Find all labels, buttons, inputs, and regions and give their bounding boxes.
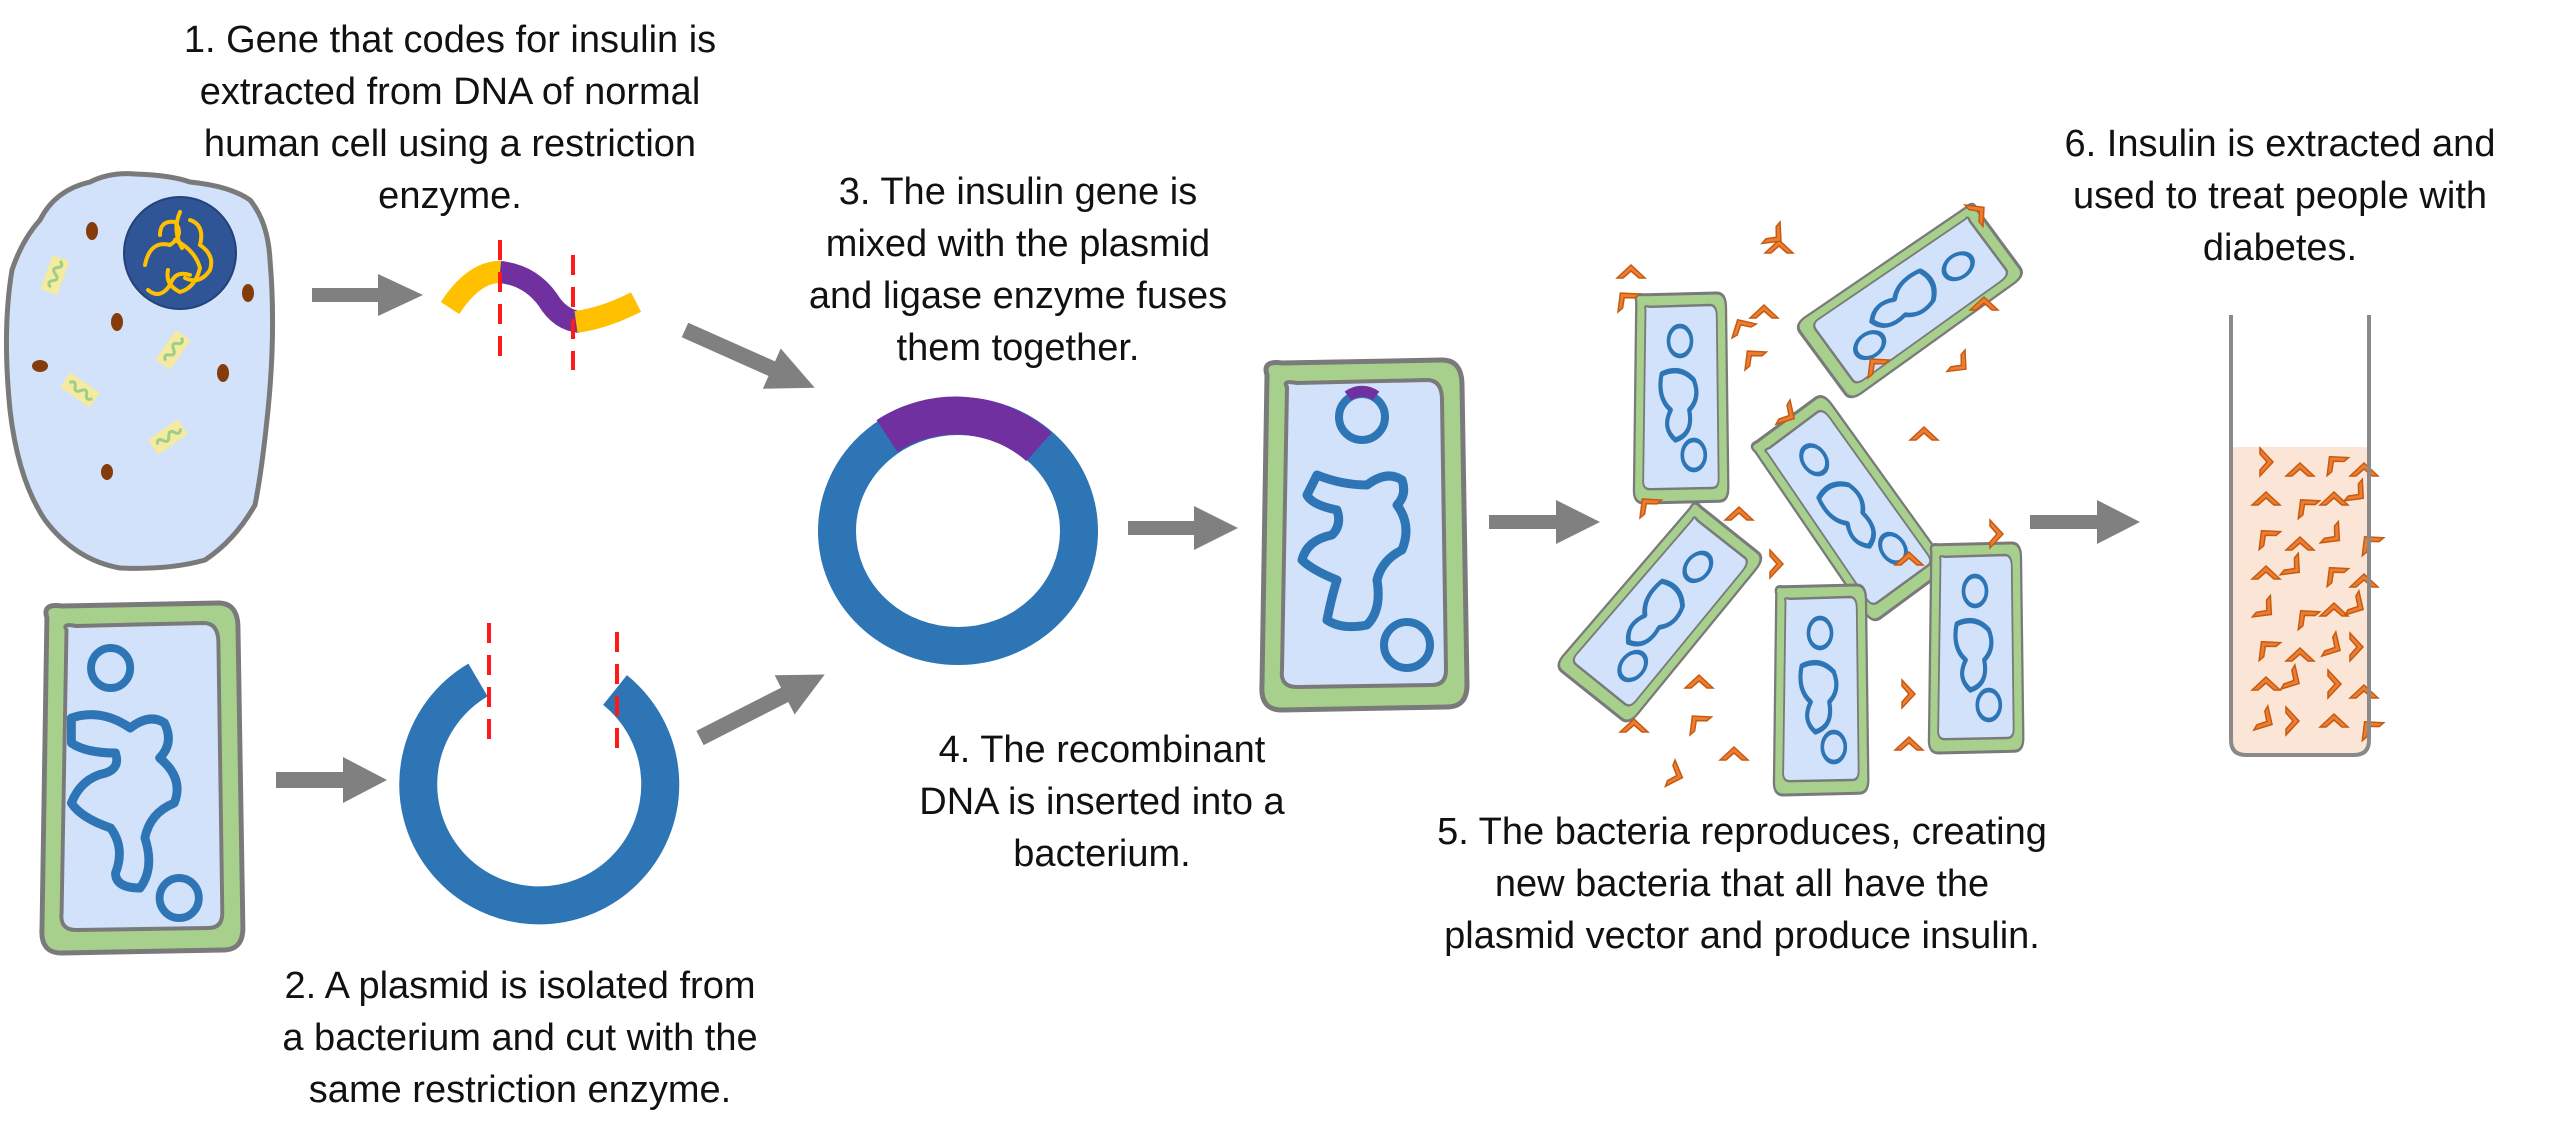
bacterium-icon [42,603,243,953]
colony-bacterium [1927,541,2025,755]
caption-line: 5. The bacteria reproduces, creating [1437,811,2047,853]
caption-line: plasmid vector and produce insulin. [1444,915,2040,957]
step-2-caption: 2. A plasmid is isolated from a bacteriu… [282,960,757,1116]
caption-line: 1. Gene that codes for insulin is [183,19,717,61]
caption-line: DNA is inserted into a [919,781,1285,823]
caption-line: same restriction enzyme. [308,1069,732,1111]
organelle-icons [40,255,191,455]
arrow-host-to-colony [1489,500,1600,544]
human-cell-icon [3,171,276,571]
nucleus-icon [123,196,237,310]
caption-line: human cell using a restriction [203,123,697,165]
caption-line: and ligase enzyme fuses [808,275,1228,317]
arrow-colony-to-tube [2030,500,2140,544]
step-5-caption: 5. The bacteria reproduces, creating new… [1437,806,2047,962]
step-1-caption: 1. Gene that codes for insulin is extrac… [184,14,716,222]
cut-plasmid-icon [399,623,680,925]
colony-bacterium [1772,583,1870,797]
caption-line: enzyme. [378,175,522,217]
caption-line: 3. The insulin gene is [838,171,1198,213]
mitochondria-icons [32,222,254,480]
caption-line: used to treat people with [2072,175,2488,217]
caption-line: extracted from DNA of normal [199,71,701,113]
arrow-gene-to-plasmid [681,322,815,389]
arrow-cell-to-gene [312,274,423,316]
caption-line: a bacterium and cut with the [282,1017,758,1059]
caption-line: them together. [896,327,1140,369]
arrow-bacterium-to-plasmid [276,757,387,803]
arrow-plasmid-to-recombinant [696,674,825,746]
colony-bacterium [1632,291,1730,505]
colony-bacterium [1746,389,1952,625]
caption-line: new bacteria that all have the [1494,863,1990,905]
chromatin-icon [143,210,214,296]
insulin-gene-icon [440,240,642,370]
recombinant-plasmid-icon [818,396,1098,665]
caption-line: 2. A plasmid is isolated from [284,965,756,1007]
step-3-caption: 3. The insulin gene is mixed with the pl… [809,166,1227,374]
step-6-caption: 6. Insulin is extracted and used to trea… [2065,118,2496,274]
colony-bacterium [1793,198,2029,404]
caption-line: bacterium. [1013,833,1191,875]
step-4-caption: 4. The recombinant DNA is inserted into … [919,724,1284,880]
caption-line: mixed with the plasmid [825,223,1211,265]
caption-line: diabetes. [2202,227,2358,269]
colony-bacterium [1553,497,1769,728]
arrow-plasmid-to-host [1128,506,1238,550]
caption-line: 4. The recombinant [938,729,1266,771]
test-tube-icon [2229,315,2385,757]
bacteria-colony-icon [1553,195,2029,797]
caption-line: 6. Insulin is extracted and [2064,123,2496,165]
recombinant-bacterium-icon [1262,360,1467,710]
